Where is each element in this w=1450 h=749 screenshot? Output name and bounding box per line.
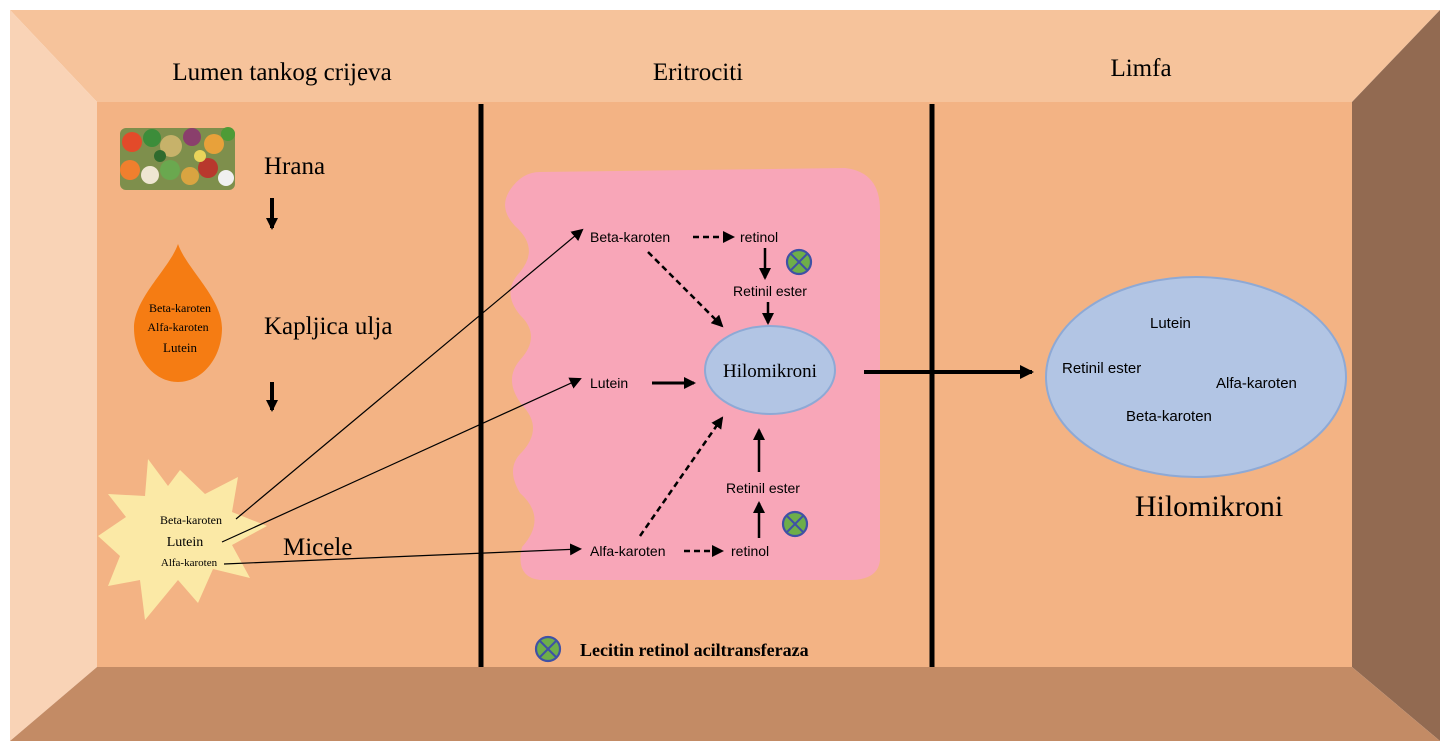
arrow-micelle-alfa-to-cell	[223, 543, 582, 565]
chylomicron-cell	[704, 325, 836, 415]
legend-enzyme-label: Lecitin retinol aciltransferaza	[580, 640, 809, 660]
column-heading-limfa: Limfa	[1110, 55, 1171, 82]
lymph-lutein: Lutein	[1150, 315, 1191, 332]
cell-retinil-ester-top: Retinil ester	[733, 283, 807, 299]
cell-beta-karoten: Beta-karoten	[590, 229, 670, 245]
lymph-beta-karoten: Beta-karoten	[1126, 408, 1212, 425]
cell-retinol-bottom: retinol	[731, 543, 769, 559]
label-micele: Micele	[283, 534, 352, 561]
micelle-item-lutein: Lutein	[167, 535, 204, 550]
arrow-alfa-to-hilomikroni	[638, 416, 724, 537]
arrow-beta-to-hilomikroni	[647, 251, 724, 328]
chylomicron-lymph	[1045, 276, 1347, 478]
cell-alfa-karoten: Alfa-karoten	[590, 543, 665, 559]
label-hrana: Hrana	[264, 153, 325, 180]
micelle-item-beta: Beta-karoten	[160, 513, 222, 527]
lymph-alfa-karoten: Alfa-karoten	[1216, 375, 1297, 392]
oil-droplet	[134, 244, 222, 382]
legend-enzyme-icon	[534, 635, 562, 663]
cell-lutein: Lutein	[590, 375, 628, 391]
wall-top	[10, 10, 1440, 102]
floor	[10, 667, 1440, 741]
arrow-micelle-lutein-to-cell	[221, 377, 582, 543]
cell-retinol-top: retinol	[740, 229, 778, 245]
label-kapljica: Kapljica ulja	[264, 313, 392, 340]
wall-left	[10, 10, 97, 741]
column-heading-lumen: Lumen tankog crijeva	[172, 59, 391, 86]
enzyme-icon-top	[785, 248, 813, 276]
droplet-item-alfa: Alfa-karoten	[147, 320, 208, 334]
cell-body	[505, 168, 880, 580]
lymph-retinil-ester: Retinil ester	[1062, 360, 1141, 377]
enzyme-icon-bottom	[781, 510, 809, 538]
micelle	[98, 459, 267, 620]
column-heading-eritrociti: Eritrociti	[653, 59, 743, 86]
cell-retinil-ester-bottom: Retinil ester	[726, 480, 800, 496]
micelle-item-alfa: Alfa-karoten	[161, 557, 218, 569]
droplet-item-beta: Beta-karoten	[149, 301, 211, 315]
lymph-caption: Hilomikroni	[1135, 490, 1283, 523]
droplet-item-lutein: Lutein	[163, 340, 197, 355]
food-image	[120, 127, 235, 190]
arrow-micelle-beta-to-cell	[235, 228, 584, 520]
wall-right	[1352, 10, 1440, 741]
cell-hilomikroni: Hilomikroni	[723, 361, 817, 382]
